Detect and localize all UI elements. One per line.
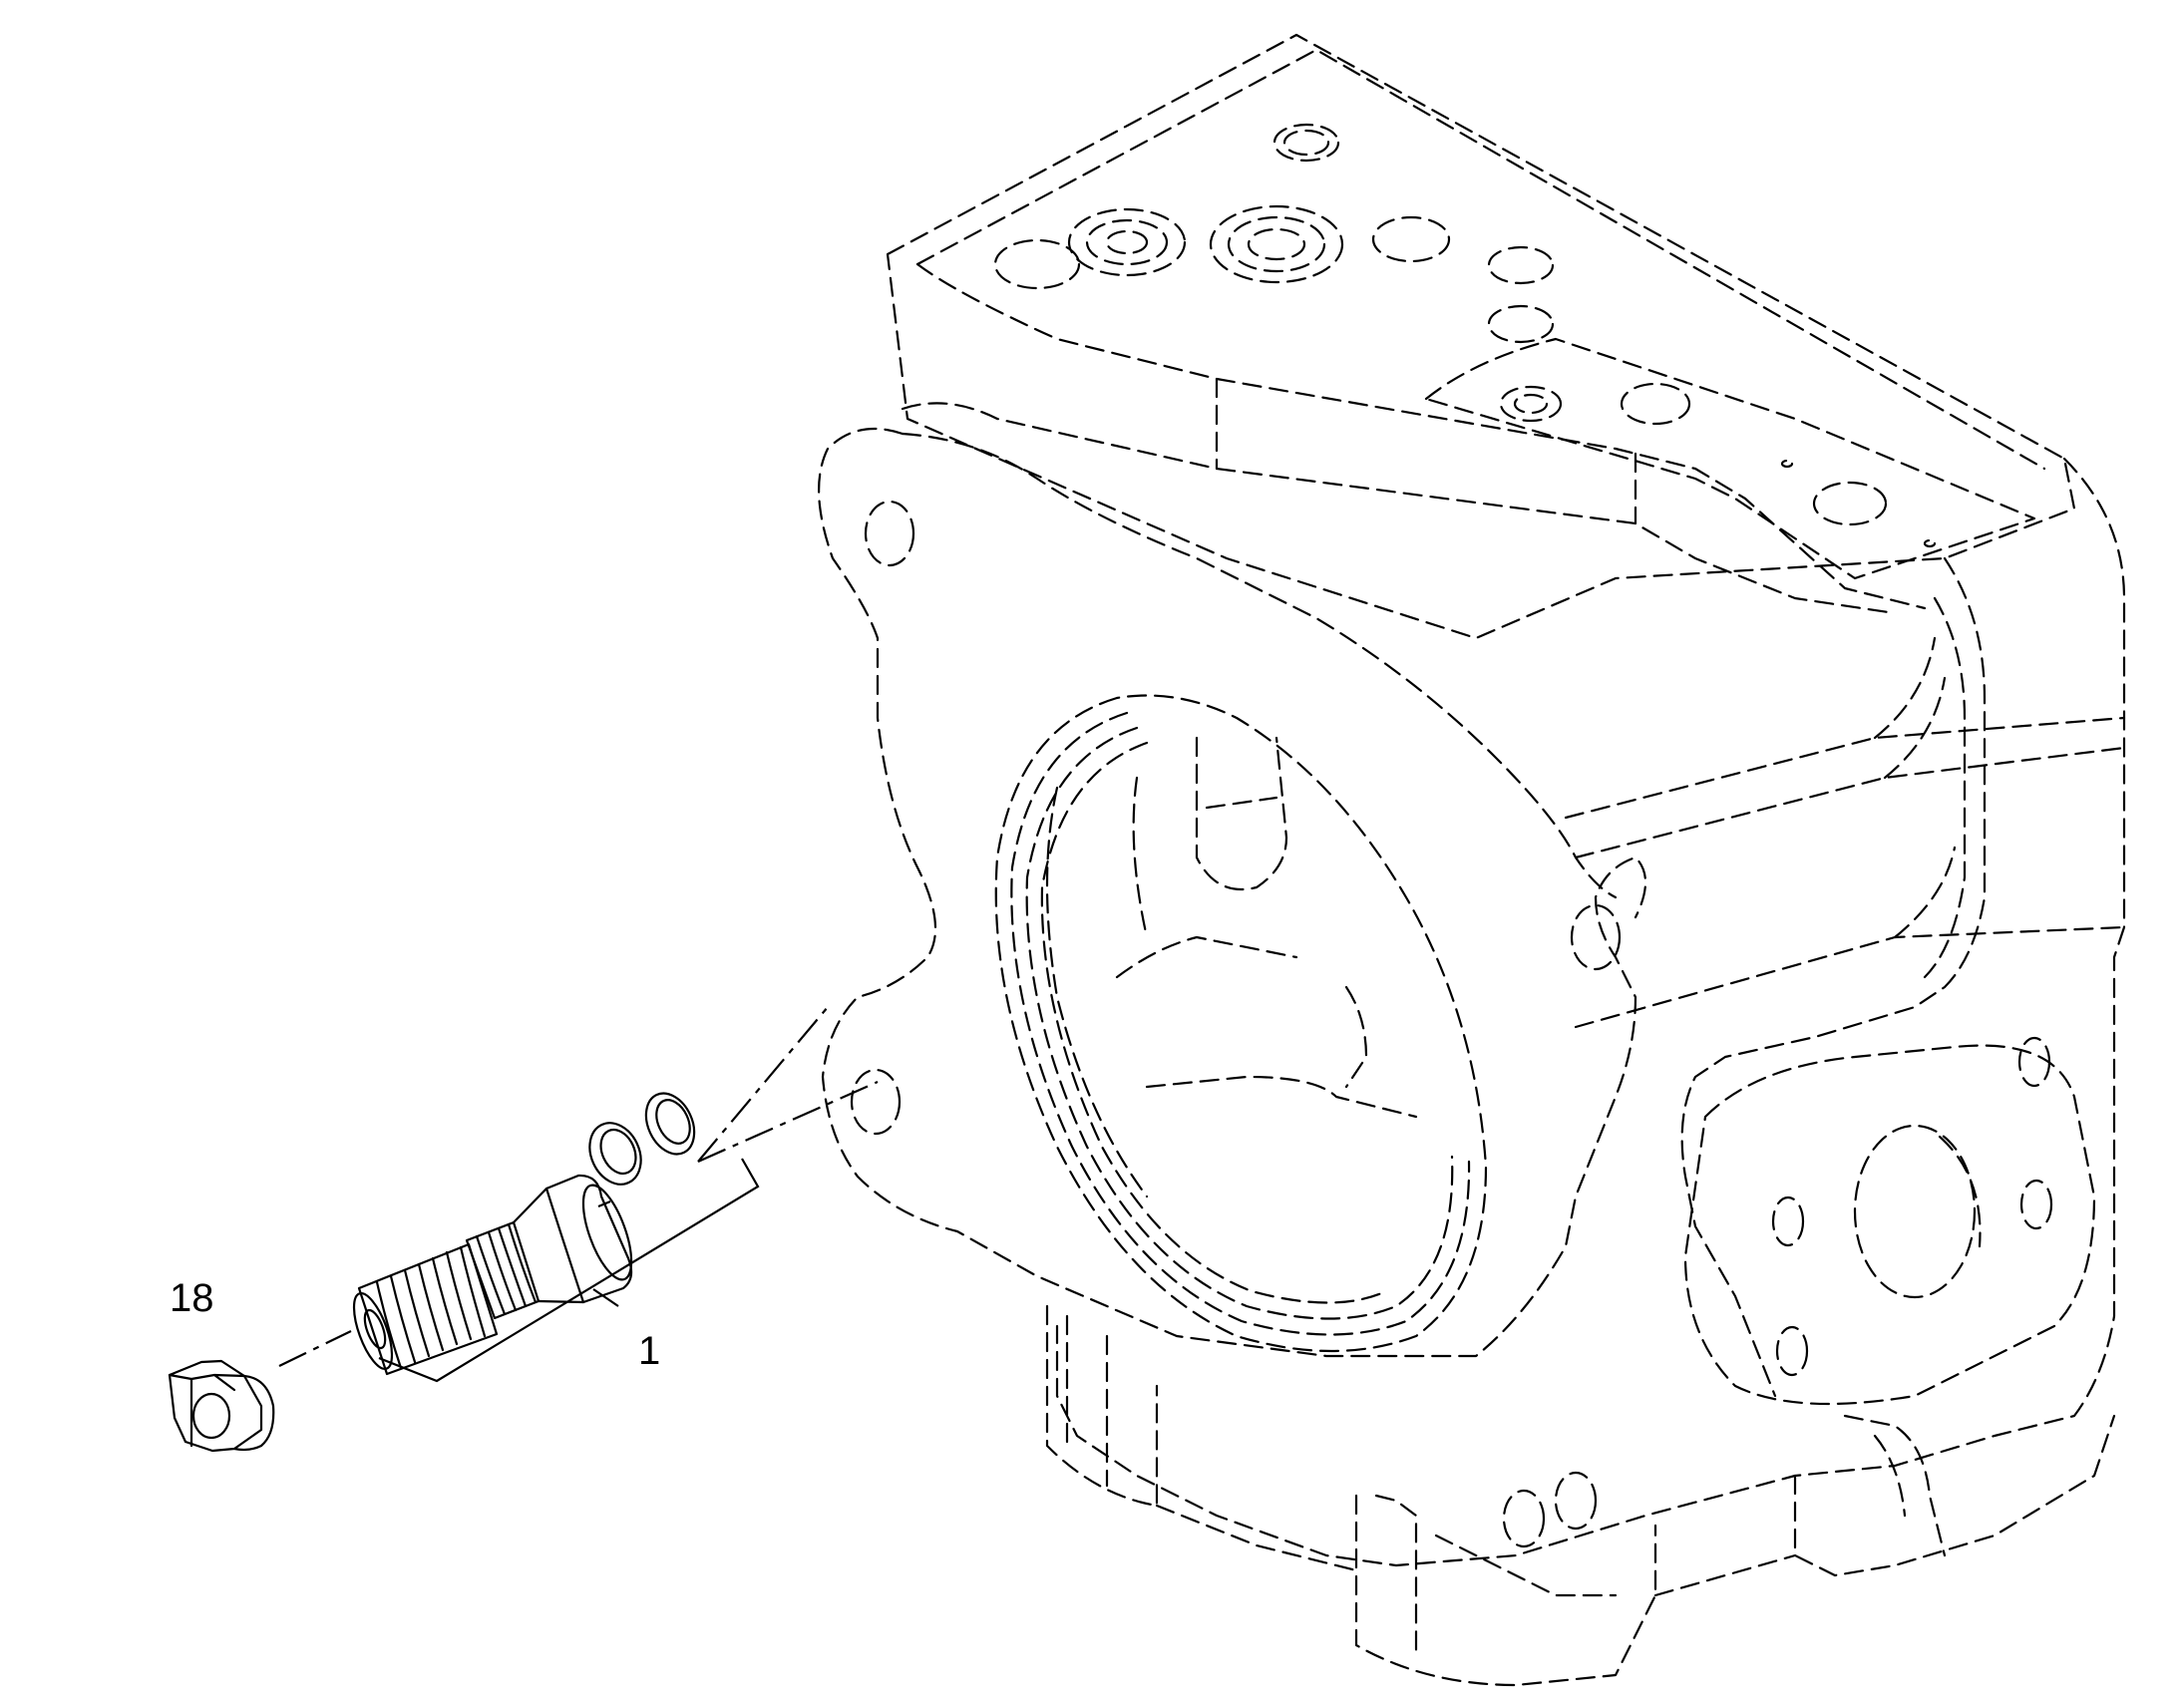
bore-ring-2 — [1025, 726, 1454, 1320]
front-flange — [818, 427, 1646, 1358]
bore-rib-4 — [1115, 935, 1298, 979]
housing-top-rail — [915, 262, 1927, 610]
top-pin-1 — [1780, 459, 1794, 469]
top-port-4 — [1209, 204, 1344, 284]
top-port-8-inner — [1513, 393, 1549, 415]
o-ring-2-outer — [644, 1092, 696, 1156]
bottom-foot-right — [1793, 1414, 2116, 1577]
callout-leader-1 — [592, 1288, 619, 1307]
top-port-3-inner — [1085, 218, 1169, 266]
right-boss-hole-4 — [1775, 1325, 1809, 1377]
housing-top-inner-edge — [915, 48, 2046, 471]
bore-rib-1 — [1195, 736, 1288, 891]
housing-right-face — [1055, 457, 2126, 1567]
valve-upper-body — [512, 1174, 633, 1304]
valve-threads — [375, 1245, 487, 1370]
top-pin-2 — [1923, 538, 1937, 548]
o-ring-1-inner — [599, 1128, 637, 1176]
right-boss-hole-1 — [1771, 1196, 1805, 1247]
top-port-7 — [1487, 304, 1555, 344]
nut-part-18[interactable] — [168, 1359, 275, 1453]
top-port-6 — [1487, 245, 1555, 285]
valve-assembly-part-1[interactable] — [346, 1174, 641, 1376]
top-port-9 — [1620, 382, 1691, 426]
flange-hole-right — [1570, 903, 1622, 971]
flange-hole-bottom — [1502, 1489, 1546, 1548]
top-port-3 — [1067, 207, 1187, 277]
valve-thread-end-inner — [363, 1308, 387, 1350]
top-port-4-inner — [1227, 215, 1326, 273]
housing — [818, 33, 2126, 1687]
right-boss-hole-3 — [2017, 1036, 2051, 1088]
o-ring-2-inner — [655, 1099, 691, 1145]
bottom-foot-right-inner — [1843, 1414, 1947, 1557]
bore-ring-4 — [1045, 786, 1149, 1198]
housing-top-rail-lower — [901, 402, 1897, 615]
bore-ring-3 — [1040, 741, 1388, 1304]
o-ring-1-outer — [588, 1122, 642, 1186]
assembly-bracket — [378, 1158, 760, 1383]
right-boss-bore — [1853, 1124, 1977, 1299]
top-port-3-core — [1105, 229, 1149, 255]
flange-hole-bottom-2 — [1554, 1471, 1598, 1531]
top-port-5 — [1371, 215, 1451, 263]
bottom-foot-left-inner — [1065, 1314, 1109, 1488]
top-port-2 — [993, 238, 1081, 290]
bottom-foot-center-inner — [1374, 1494, 1618, 1657]
top-port-4-core — [1247, 227, 1306, 261]
housing-corner-rounds — [1873, 636, 1957, 939]
valve-thread-end — [352, 1292, 394, 1370]
callout-1: 1 — [638, 1329, 660, 1373]
housing-mid-ledge — [1564, 716, 2126, 859]
housing-top-rail-mid — [1215, 377, 1637, 525]
flange-hole-upper-left — [864, 500, 915, 567]
housing-top-plate — [1424, 337, 2036, 580]
valve-body-shoulder — [545, 1187, 585, 1304]
nut-hex-body — [168, 1359, 263, 1453]
assembly-axis-upper — [697, 1080, 879, 1164]
top-port-1 — [1272, 123, 1340, 163]
nut-flange — [232, 1374, 275, 1452]
nut-hex-edges — [168, 1373, 246, 1448]
top-port-10 — [1812, 481, 1888, 526]
bore-ring-1 — [1010, 711, 1471, 1336]
housing-right-inner-2 — [1923, 596, 1967, 979]
top-port-1-inner — [1282, 129, 1330, 157]
housing-mid-ledge-2 — [1574, 925, 2126, 1029]
bore-rib-3 — [1145, 1075, 1418, 1119]
bore-rib-6 — [1132, 776, 1149, 939]
flange-hole-lower-left — [850, 1068, 902, 1136]
callout-18: 18 — [170, 1276, 214, 1320]
bottom-foot-left — [1045, 1304, 1159, 1508]
valve-upper-end — [581, 1184, 633, 1281]
right-boss — [1683, 1044, 2096, 1406]
o-ring-2[interactable] — [637, 1086, 704, 1163]
bore-rib-5 — [1344, 985, 1368, 1089]
bore-outer — [994, 694, 1488, 1353]
top-port-8 — [1499, 385, 1563, 423]
housing-right-inner — [1680, 556, 1987, 1398]
right-boss-bore-edge — [1938, 1135, 1982, 1248]
valve-collar-rings — [475, 1222, 538, 1316]
bottom-foot-center — [1354, 1494, 1657, 1687]
o-ring-1[interactable] — [580, 1115, 651, 1193]
bore-rib-2 — [1205, 796, 1278, 810]
front-flange-inner — [901, 432, 1618, 899]
bottom-edge — [1155, 1504, 1797, 1597]
housing-top-face — [886, 33, 2076, 640]
right-boss-hole-2 — [2019, 1179, 2053, 1230]
nut-bore — [191, 1392, 231, 1440]
